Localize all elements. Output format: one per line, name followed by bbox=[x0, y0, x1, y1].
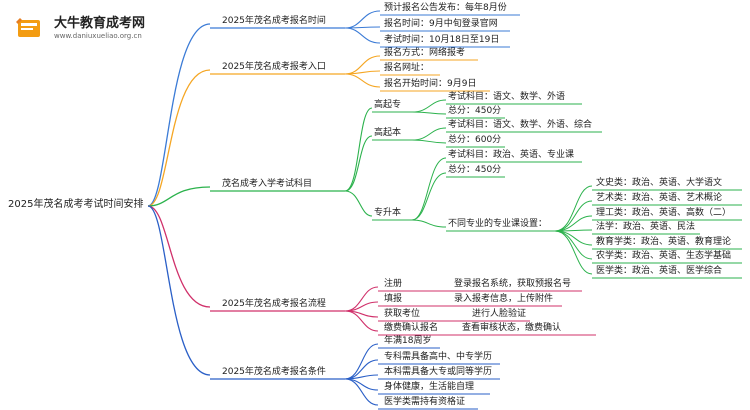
condition-item: 年满18周岁 bbox=[384, 336, 432, 346]
major-item: 农学类：政治、英语、生态学基础 bbox=[596, 251, 732, 261]
major-item: 文史类：政治、英语、大学语文 bbox=[596, 178, 723, 188]
process-step-name: 缴费确认报名 bbox=[384, 323, 439, 333]
process-step-desc: 进行人脸验证 bbox=[472, 309, 527, 319]
entry-item: 报名网址： bbox=[384, 63, 430, 73]
condition-item: 专科需具备高中、中专学历 bbox=[384, 352, 493, 362]
zsb-item: 总分：450分 bbox=[448, 165, 502, 175]
time-item: 预计报名公告发布：每年8月份 bbox=[384, 3, 507, 13]
process-step-desc: 登录报名系统，获取预报名号 bbox=[454, 279, 572, 289]
major-item: 法学：政治、英语、民法 bbox=[596, 222, 696, 232]
major-item: 医学类：政治、英语、医学综合 bbox=[596, 266, 723, 276]
logo-url: www.daniuxueliao.org.cn bbox=[54, 32, 142, 40]
process-step-name: 获取考位 bbox=[384, 309, 421, 319]
process-step-desc: 查看审核状态，缴费确认 bbox=[462, 323, 562, 333]
entry-item: 报名方式：网络报考 bbox=[384, 48, 466, 58]
gqb-item: 考试科目：语文、数学、外语、综合 bbox=[448, 120, 593, 130]
zsb-major-label: 不同专业的专业课设置： bbox=[448, 219, 548, 229]
major-item: 艺术类：政治、英语、艺术概论 bbox=[596, 193, 723, 203]
branch-subjects: 茂名成考入学考试科目 bbox=[222, 179, 313, 189]
process-step-name: 填报 bbox=[384, 294, 403, 304]
branch-process: 2025年茂名成考报名流程 bbox=[222, 299, 326, 309]
subject-gqb: 高起本 bbox=[374, 128, 402, 138]
zsb-item: 考试科目：政治、英语、专业课 bbox=[448, 150, 575, 160]
subject-gqz: 高起专 bbox=[374, 100, 402, 110]
subject-zsb: 专升本 bbox=[374, 208, 402, 218]
major-item: 理工类：政治、英语、高数（二） bbox=[596, 208, 732, 218]
process-step-name: 注册 bbox=[384, 279, 403, 289]
condition-item: 本科需具备大专或同等学历 bbox=[384, 367, 493, 377]
entry-item: 报名开始时间：9月9日 bbox=[384, 79, 477, 89]
logo-title: 大牛教育成考网 bbox=[54, 16, 146, 31]
branch-entry: 2025年茂名成考报考入口 bbox=[222, 62, 326, 72]
time-item: 报名时间：9月中旬登录官网 bbox=[384, 19, 498, 29]
condition-item: 医学类需持有资格证 bbox=[384, 397, 466, 407]
major-item: 教育学类：政治、英语、教育理论 bbox=[596, 237, 732, 247]
time-item: 考试时间：10月18日至19日 bbox=[384, 35, 500, 45]
process-step-desc: 录入报考信息，上传附件 bbox=[454, 294, 554, 304]
gqb-item: 总分：600分 bbox=[448, 135, 502, 145]
root-node: 2025年茂名成考考试时间安排 bbox=[8, 199, 144, 210]
gqz-item: 总分：450分 bbox=[448, 106, 502, 116]
branch-time: 2025年茂名成考报名时间 bbox=[222, 16, 326, 26]
gqz-item: 考试科目：语文、数学、外语 bbox=[448, 92, 566, 102]
condition-item: 身体健康，生活能自理 bbox=[384, 382, 475, 392]
book-icon bbox=[16, 18, 40, 37]
site-logo[interactable] bbox=[14, 14, 44, 42]
branch-conditions: 2025年茂名成考报名条件 bbox=[222, 367, 326, 377]
